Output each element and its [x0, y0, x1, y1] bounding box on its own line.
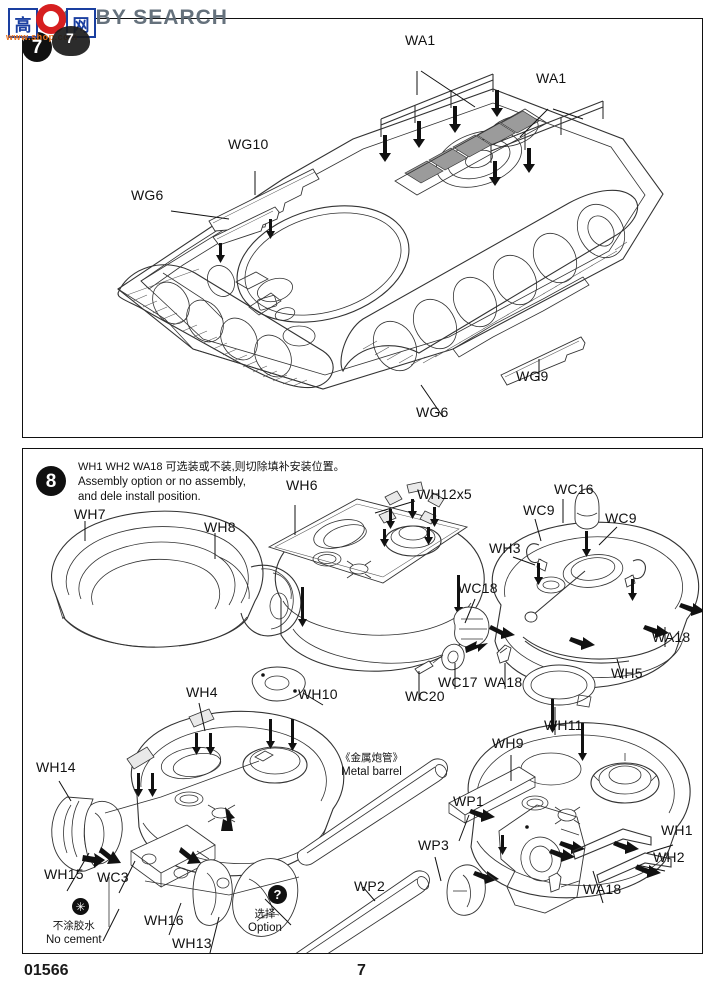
label-wc9-left: WC9 [523, 502, 555, 518]
label-wh13: WH13 [172, 935, 212, 951]
note-chinese: WH1 WH2 WA18 可选装或不装,则切除填补安装位置。 [78, 461, 345, 473]
label-wh9: WH9 [492, 735, 524, 751]
page-number: 7 [357, 962, 366, 979]
step-8-artwork [51, 481, 702, 953]
label-wg10: WG10 [228, 136, 269, 152]
label-wc18: WC18 [458, 580, 498, 596]
label-wa18-right-upper: WA18 [652, 629, 691, 645]
label-wh14: WH14 [36, 759, 76, 775]
metal-barrel-caption: 《金属炮管》 Metal barrel [340, 752, 403, 780]
label-wh11: WH11 [544, 717, 583, 733]
label-wh1: WH1 [661, 822, 693, 838]
label-wg6-bottom: WG6 [416, 404, 449, 420]
kit-number: 01566 [24, 962, 69, 979]
option-chinese: 选择 [254, 908, 276, 920]
label-wc20: WC20 [405, 688, 445, 704]
label-wa18-bottom: WA18 [583, 881, 622, 897]
note-english-line1: Assembly option or no assembly, [78, 475, 246, 488]
note-english-line2: and dele install position. [78, 490, 201, 503]
step-number-badge-7: 7 [22, 32, 52, 62]
label-wh12x5: WH12x5 [417, 486, 472, 502]
label-wh10: WH10 [298, 686, 338, 702]
label-wa1-upper-right: WA1 [536, 70, 567, 86]
label-wc16: WC16 [554, 481, 594, 497]
label-wh8: WH8 [204, 519, 236, 535]
step-7-artwork [117, 70, 664, 418]
label-wh15: WH15 [44, 866, 84, 882]
no-cement-english: No cement [46, 934, 102, 947]
step-8-panel [22, 448, 703, 954]
step-7-panel [22, 18, 703, 438]
label-wh2: WH2 [653, 849, 685, 865]
option-caption: 选择 Option [248, 908, 282, 936]
metal-barrel-english: Metal barrel [341, 766, 402, 779]
label-wh16: WH16 [144, 912, 184, 928]
label-wh4: WH4 [186, 684, 218, 700]
option-english: Option [248, 922, 282, 935]
step-8-note: WH1 WH2 WA18 可选装或不装,则切除填补安装位置。 Assembly … [78, 460, 498, 505]
option-marker-icon: ? [268, 885, 287, 904]
label-wc9-right: WC9 [605, 510, 637, 526]
label-wh7: WH7 [74, 506, 106, 522]
step-number-badge-8: 8 [36, 466, 66, 496]
label-wh5: WH5 [611, 665, 643, 681]
label-wp3: WP3 [418, 837, 449, 853]
label-wp1: WP1 [453, 793, 484, 809]
label-wa18-mid: WA18 [484, 674, 523, 690]
label-wg6-left: WG6 [131, 187, 164, 203]
no-cement-chinese: 不涂胶水 [52, 920, 95, 932]
label-wh6: WH6 [286, 477, 318, 493]
label-wc17: WC17 [438, 674, 478, 690]
label-wa1-upper-left: WA1 [405, 32, 436, 48]
no-cement-marker-icon: ✳ [72, 898, 89, 915]
no-cement-caption: 不涂胶水 No cement [46, 920, 102, 948]
label-wg9: WG9 [516, 368, 549, 384]
label-wh3: WH3 [489, 540, 521, 556]
metal-barrel-chinese: 《金属炮管》 [340, 752, 403, 764]
label-wp2: WP2 [354, 878, 385, 894]
label-wc3: WC3 [97, 869, 129, 885]
